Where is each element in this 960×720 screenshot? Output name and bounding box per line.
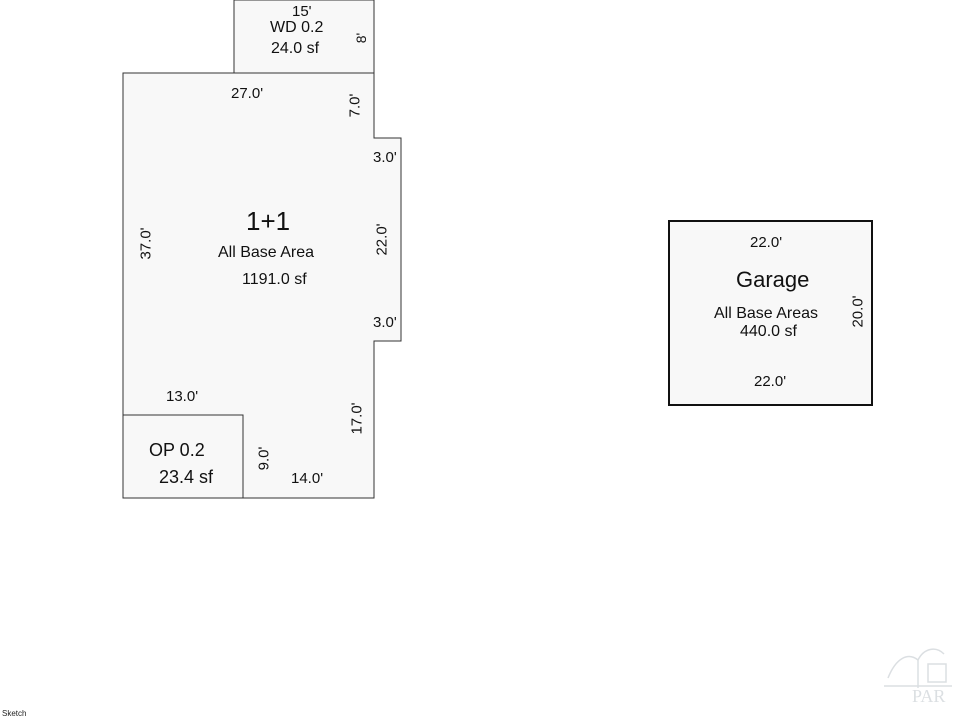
garage-bottom-label: 22.0': [754, 373, 787, 390]
dim-bump-side-label: 22.0': [373, 223, 391, 256]
dim-porch-side-label: 9.0': [255, 446, 273, 471]
deck-depth-label: 8': [353, 32, 370, 44]
dim-top-label: 27.0': [231, 85, 264, 102]
garage-area: 440.0 sf: [740, 323, 797, 340]
garage-type: All Base Areas: [714, 305, 819, 322]
main-house-name: 1+1: [246, 206, 291, 236]
porch-area: 23.4 sf: [159, 467, 214, 487]
porch-outline: [122, 414, 244, 499]
dim-notch-top-label: 7.0': [346, 93, 364, 118]
dim-bottom-label: 14.0': [291, 470, 324, 487]
dim-inner-step-label: 13.0': [166, 388, 199, 405]
garage-outline: [668, 220, 873, 406]
dim-lower-right-label: 17.0': [348, 402, 366, 435]
porch-name: OP 0.2: [149, 440, 205, 460]
watermark-logo-icon: PAR: [884, 648, 952, 706]
deck-name: WD 0.2: [270, 19, 324, 36]
sketch-footer-label: Sketch: [2, 709, 27, 718]
dim-bump-top-label: 3.0': [373, 149, 397, 166]
garage-side-label: 20.0': [849, 295, 867, 328]
dim-bump-bottom-label: 3.0': [373, 314, 397, 331]
deck-width-label: 15': [292, 3, 312, 20]
garage-top-label: 22.0': [750, 234, 783, 251]
svg-text:PAR: PAR: [912, 686, 945, 706]
dim-left-label: 37.0': [137, 227, 155, 260]
main-house-type: All Base Area: [218, 244, 315, 261]
deck-area: 24.0 sf: [271, 40, 320, 57]
garage-name: Garage: [736, 267, 810, 292]
main-house-area: 1191.0 sf: [242, 271, 307, 288]
